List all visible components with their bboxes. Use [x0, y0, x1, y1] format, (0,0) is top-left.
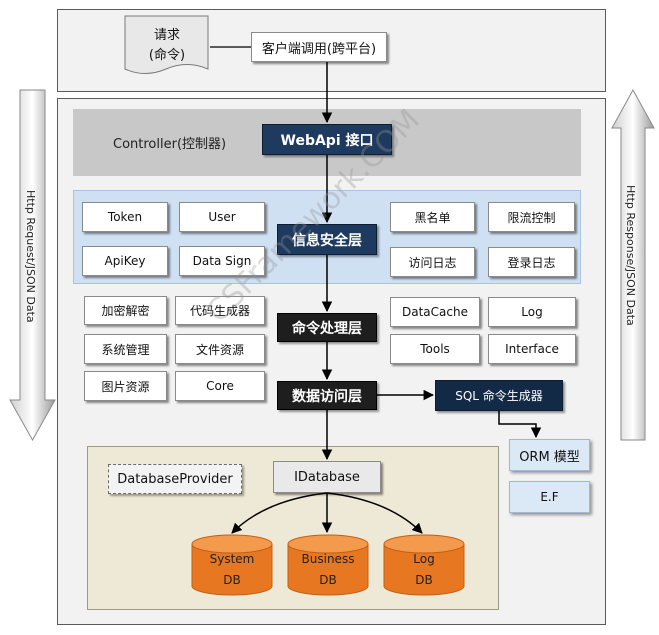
- request-arrow: [9, 89, 56, 442]
- response-arrow-label: Http Response/JSON Data: [624, 185, 637, 326]
- command-item-interface: Interface: [488, 334, 576, 364]
- command-item-datacache: DataCache: [390, 297, 480, 327]
- idatabase-box: IDatabase: [273, 461, 381, 493]
- db-system-line1: System: [209, 552, 255, 566]
- security-item-datasign: Data Sign: [179, 246, 265, 276]
- command-item-log: Log: [488, 297, 576, 327]
- database-provider-box: DatabaseProvider: [108, 464, 242, 494]
- db-business-line1: Business: [301, 552, 355, 566]
- security-item-blacklist: 黑名单: [390, 202, 475, 232]
- webapi-box: WebApi 接口: [262, 124, 392, 155]
- command-item-tools: Tools: [390, 334, 480, 364]
- command-item-files: 文件资源: [175, 334, 265, 364]
- command-item-images: 图片资源: [84, 371, 167, 401]
- command-item-encrypt: 加密解密: [84, 296, 167, 325]
- db-system-line2: DB: [223, 573, 241, 587]
- client-call-box: 客户端调用(跨平台): [251, 32, 387, 62]
- request-note-line2: (命令): [148, 48, 186, 63]
- security-layer-box: 信息安全层: [277, 224, 377, 255]
- command-layer-box: 命令处理层: [277, 313, 377, 342]
- security-item-apikey: ApiKey: [82, 246, 168, 276]
- command-item-core: Core: [175, 371, 265, 401]
- security-item-token: Token: [82, 202, 168, 232]
- controller-label: Controller(控制器): [113, 137, 227, 152]
- db-business-line2: DB: [319, 573, 337, 587]
- security-item-login-log: 登录日志: [488, 247, 575, 277]
- request-arrow-label: Http Request/JSON Data: [24, 190, 37, 323]
- db-log-line1: Log: [413, 552, 435, 566]
- sql-generator-box: SQL 命令生成器: [435, 380, 563, 411]
- request-note-line1: 请求: [153, 28, 180, 43]
- command-item-sysmgmt: 系统管理: [84, 334, 167, 364]
- db-cylinder-business: [287, 534, 369, 596]
- db-cylinder-log: [383, 534, 465, 596]
- db-cylinder-system: [191, 534, 273, 596]
- response-arrow: [611, 88, 655, 441]
- request-note-shape: [124, 15, 209, 74]
- data-access-layer-box: 数据访问层: [277, 381, 377, 410]
- db-log-line2: DB: [415, 573, 433, 587]
- security-item-user: User: [179, 202, 265, 232]
- orm-model-box: ORM 模型: [509, 439, 590, 471]
- ef-box: E.F: [509, 481, 590, 513]
- security-item-access-log: 访问日志: [390, 247, 475, 277]
- command-item-codegen: 代码生成器: [175, 296, 265, 325]
- security-item-rate-limit: 限流控制: [488, 202, 575, 232]
